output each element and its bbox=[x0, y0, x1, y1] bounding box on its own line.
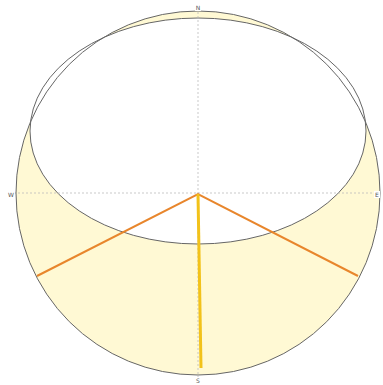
compass-label: E bbox=[374, 191, 380, 198]
shadow-line bbox=[198, 194, 201, 368]
outer-circle bbox=[16, 11, 380, 375]
compass-label: W bbox=[7, 191, 15, 198]
compass-label: N bbox=[195, 4, 202, 11]
grid-line bbox=[14, 193, 380, 194]
compass-label: S bbox=[195, 377, 201, 384]
